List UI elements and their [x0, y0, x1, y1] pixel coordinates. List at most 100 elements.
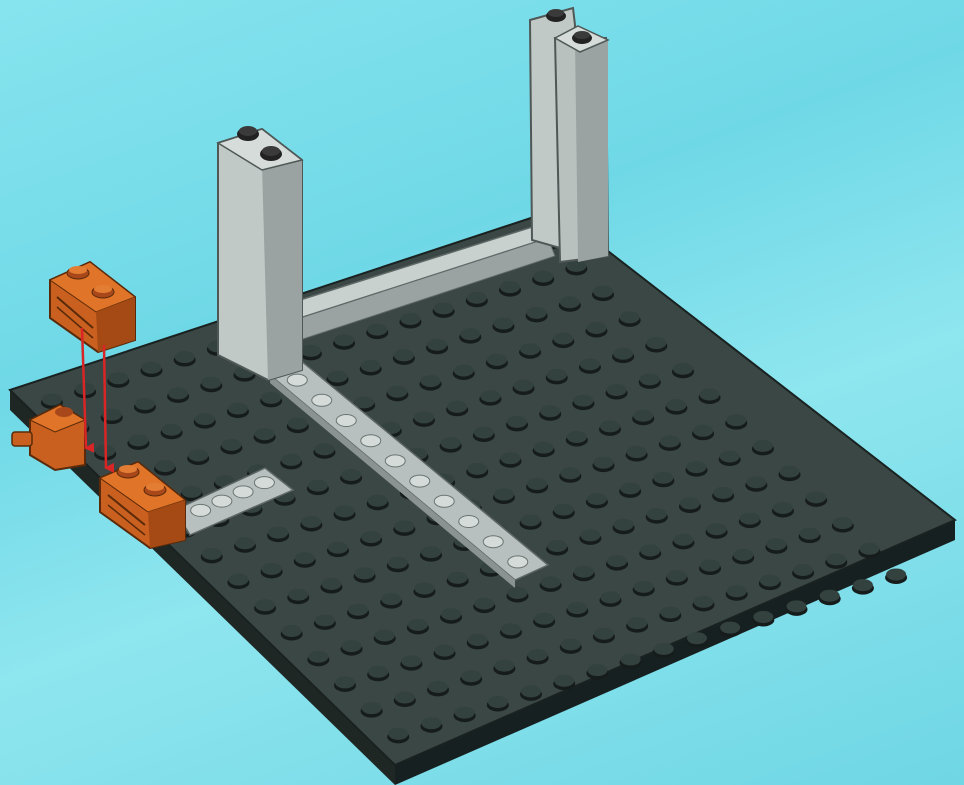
baseplate-stud-top [261, 392, 281, 404]
baseplate-stud-top [474, 598, 494, 610]
baseplate-stud-top [341, 469, 361, 481]
baseplate-stud-top [593, 286, 613, 298]
baseplate-stud-top [507, 416, 527, 428]
baseplate-stud-top [321, 578, 341, 590]
baseplate-stud-top [188, 449, 208, 461]
baseplate-stud-top [255, 599, 275, 611]
baseplate-stud-top [461, 670, 481, 682]
baseplate-stud-top [886, 568, 906, 580]
baseplate-stud-top [660, 435, 680, 447]
baseplate-stud-top [367, 324, 387, 336]
baseplate-stud-top [335, 505, 355, 517]
baseplate-stud-top [228, 574, 248, 586]
baseplate-stud-top [820, 590, 840, 602]
baseplate-stud-top [493, 317, 513, 329]
baseplate-stud-top [328, 542, 348, 554]
baseplate-stud-top [634, 581, 654, 593]
baseplate-stud-top [753, 440, 773, 452]
baseplate-stud-top [693, 425, 713, 437]
baseplate-stud-top [521, 514, 541, 526]
baseplate-stud-top [859, 543, 879, 555]
baseplate-stud-top [580, 358, 600, 370]
baseplate-stud-top [381, 593, 401, 605]
baseplate-stud-top [315, 614, 335, 626]
tile-stud [287, 374, 307, 386]
baseplate-stud-top [368, 666, 388, 678]
tile-stud [385, 455, 405, 467]
baseplate-stud-top [753, 611, 773, 623]
baseplate-stud-top [175, 351, 195, 363]
baseplate-stud-top [288, 589, 308, 601]
baseplate-stud-top [793, 564, 813, 576]
baseplate-stud-top [494, 489, 514, 501]
tile-stud [336, 415, 356, 427]
baseplate-stud-top [474, 426, 494, 438]
baseplate-stud-top [560, 296, 580, 308]
baseplate-stud-top [620, 482, 640, 494]
left-pillar [218, 126, 302, 380]
baseplate-stud-top [707, 523, 727, 535]
baseplate-stud-top [408, 619, 428, 631]
baseplate-stud-top [387, 386, 407, 398]
baseplate-stud-top [375, 629, 395, 641]
baseplate-stud-top [633, 410, 653, 422]
baseplate-stud-top [787, 600, 807, 612]
baseplate-stud-top [533, 271, 553, 283]
baseplate-stud-top [162, 424, 182, 436]
back-right-pillar [530, 8, 608, 262]
baseplate-stud-top [554, 504, 574, 516]
baseplate-stud-top [600, 420, 620, 432]
baseplate-stud-top [586, 322, 606, 334]
tile-stud [254, 477, 274, 489]
baseplate-stud-top [394, 349, 414, 361]
baseplate-stud-top [400, 313, 420, 325]
baseplate-stud-top [540, 405, 560, 417]
baseplate-stud-top [228, 402, 248, 414]
baseplate-stud-top [414, 411, 434, 423]
baseplate-stud-top [334, 334, 354, 346]
baseplate-stud-top [720, 622, 740, 634]
baseplate-stud-top [561, 638, 581, 650]
baseplate-stud-top [480, 390, 500, 402]
tile-stud [483, 536, 503, 548]
baseplate-stud-top [288, 418, 308, 430]
tile-stud [212, 495, 232, 507]
baseplate-stud-top [621, 653, 641, 665]
baseplate-stud-top [328, 371, 348, 383]
baseplate-stud-top [620, 311, 640, 323]
baseplate-stud-top [202, 548, 222, 560]
baseplate-stud-top [587, 493, 607, 505]
baseplate-stud-top [694, 596, 714, 608]
baseplate-stud-top [182, 486, 202, 498]
baseplate-stud-top [348, 604, 368, 616]
baseplate-stud-top [614, 519, 634, 531]
baseplate-stud-top [262, 563, 282, 575]
baseplate-stud-top [448, 572, 468, 584]
baseplate-stud-top [673, 534, 693, 546]
baseplate-stud-top [335, 676, 355, 688]
baseplate-stud-top [421, 717, 441, 729]
baseplate-stud-top [607, 384, 627, 396]
baseplate-stud-top [368, 495, 388, 507]
baseplate-stud-top [806, 491, 826, 503]
baseplate-stud-top [500, 452, 520, 464]
tile-stud [361, 435, 381, 447]
baseplate-stud-top [494, 660, 514, 672]
tile-stud [434, 495, 454, 507]
baseplate-stud-top [221, 439, 241, 451]
baseplate-stud-top [826, 553, 846, 565]
baseplate-stud-top [421, 375, 441, 387]
baseplate-stud-top [587, 664, 607, 676]
baseplate-stud-top [467, 463, 487, 475]
baseplate-stud-top [700, 388, 720, 400]
baseplate-stud-top [455, 707, 475, 719]
baseplate-stud-top [301, 516, 321, 528]
baseplate-stud-top [388, 728, 408, 740]
baseplate-stud-top [395, 691, 415, 703]
baseplate-stud-top [653, 472, 673, 484]
baseplate-stud-top [308, 651, 328, 663]
baseplate-stud-top [640, 544, 660, 556]
baseplate-stud-top [514, 380, 534, 392]
baseplate-stud-top [467, 292, 487, 304]
baseplate-stud-top [541, 576, 561, 588]
